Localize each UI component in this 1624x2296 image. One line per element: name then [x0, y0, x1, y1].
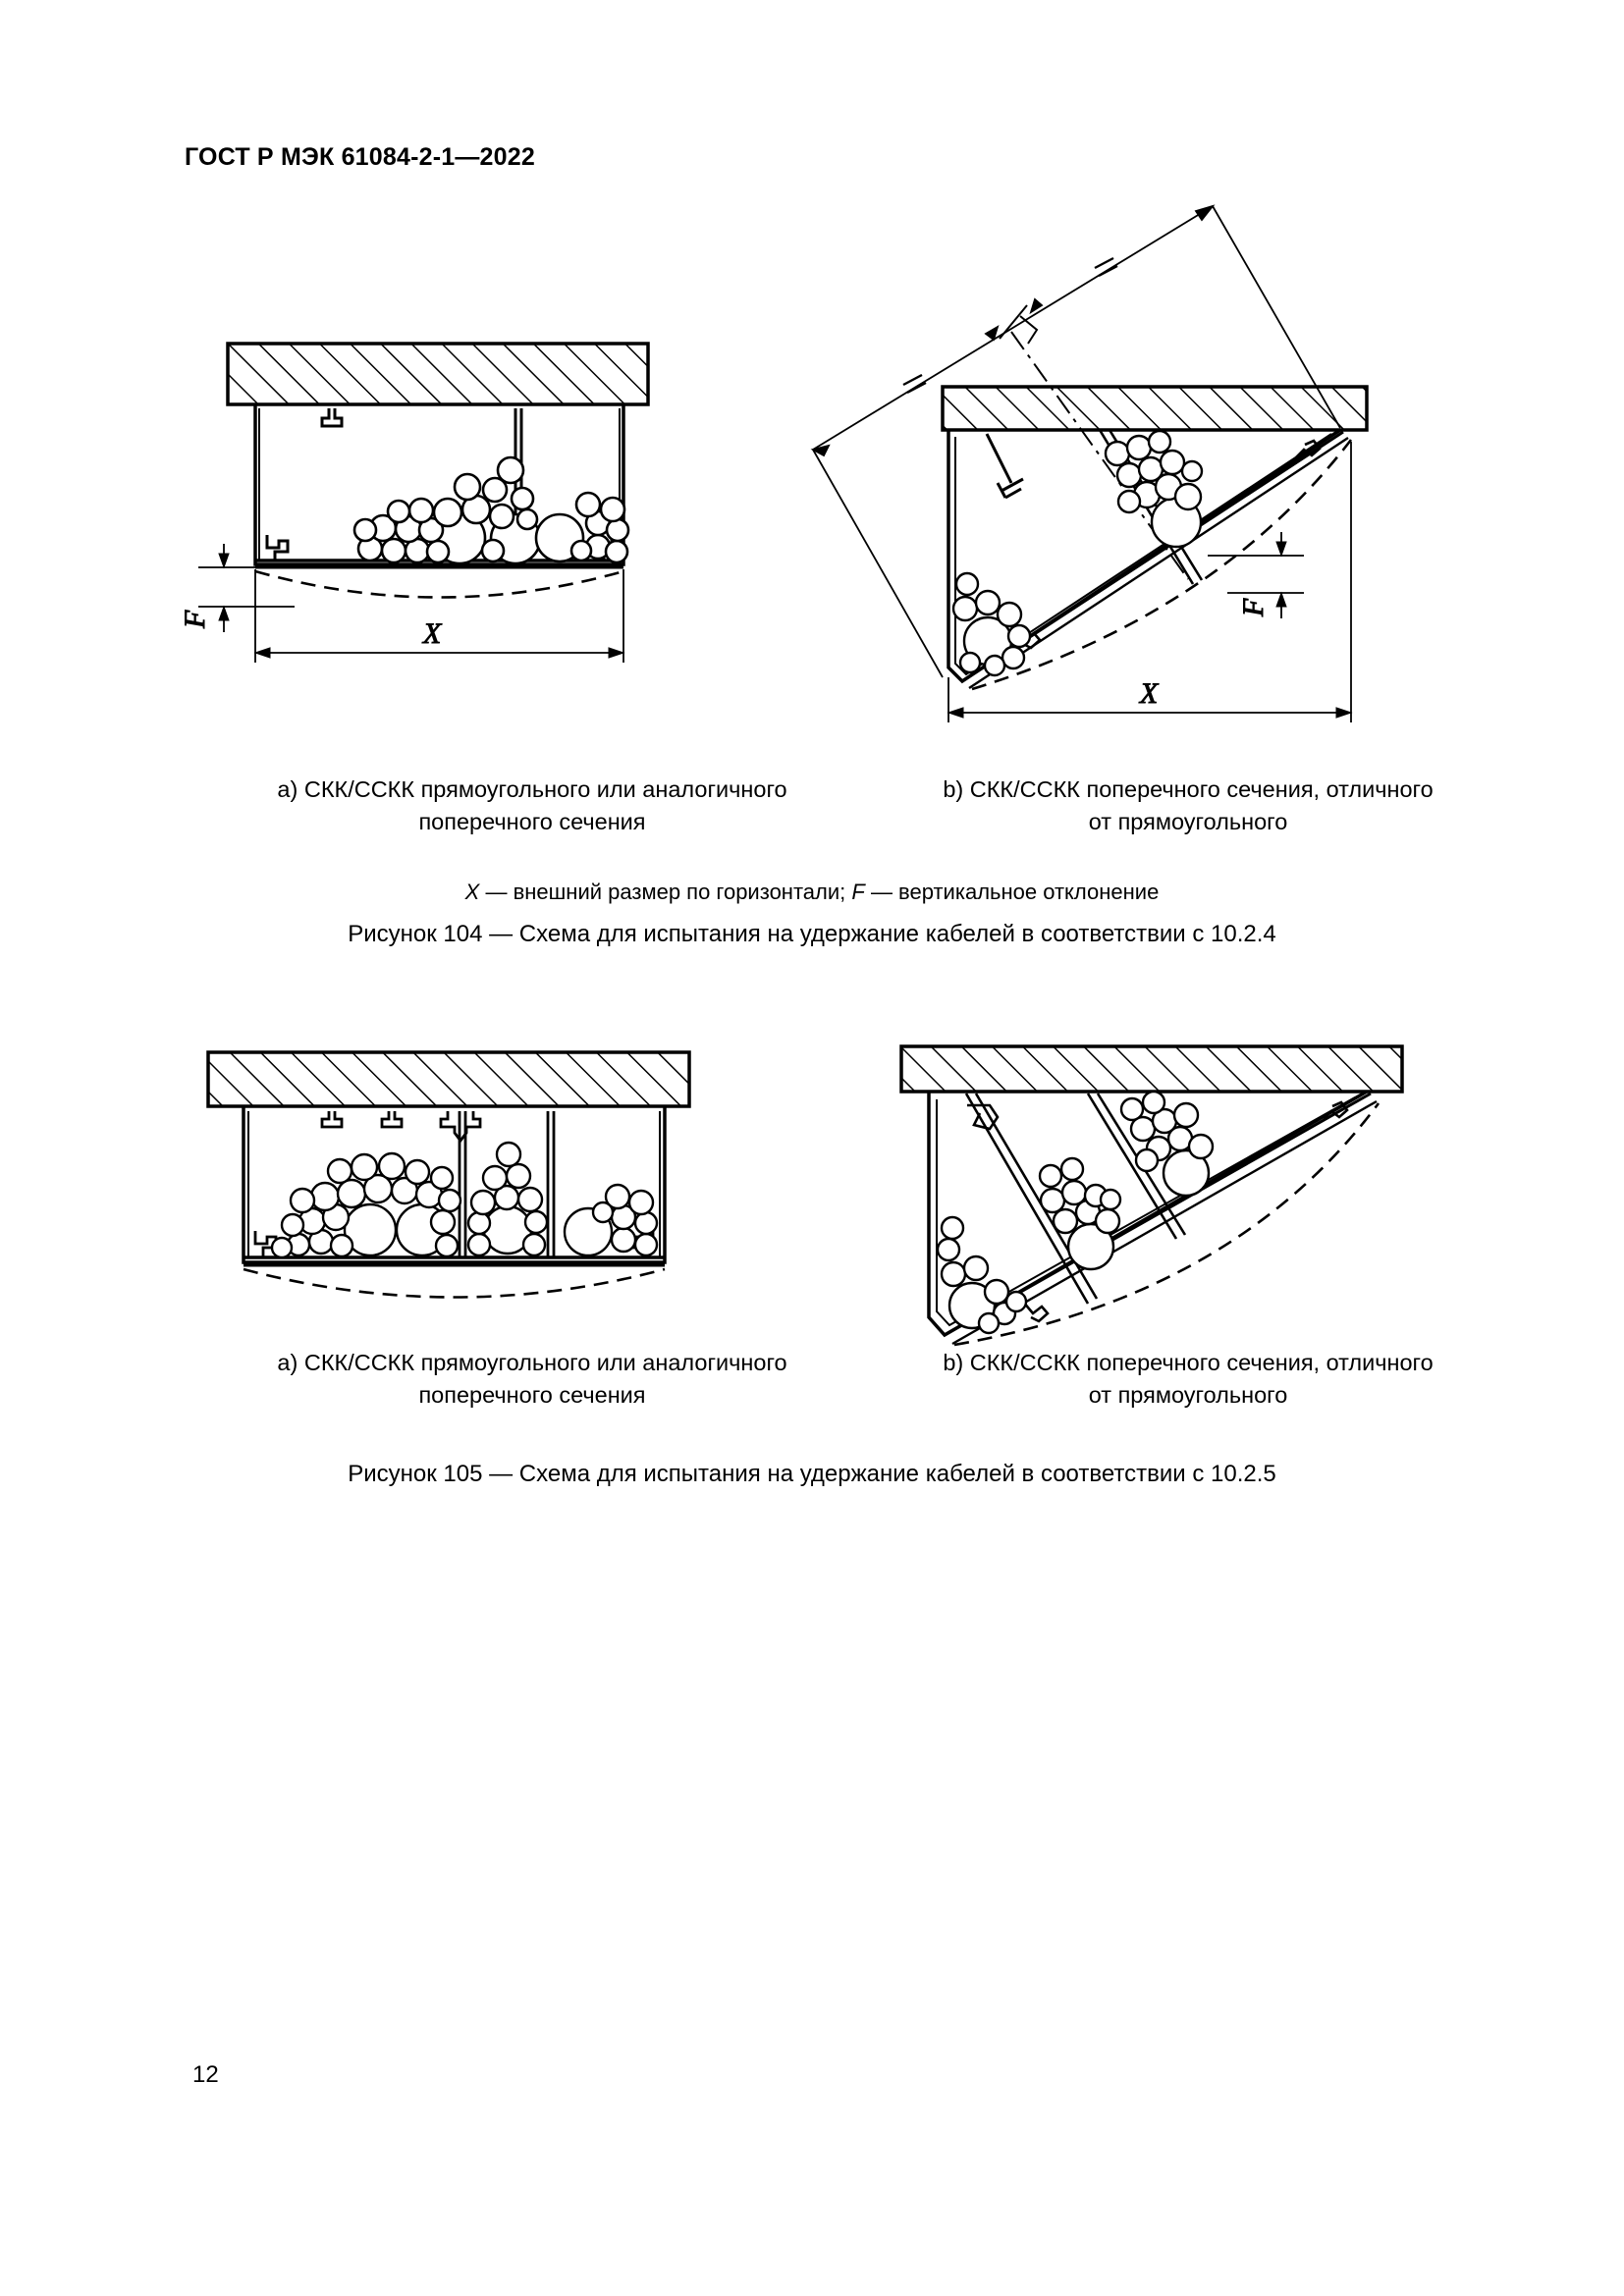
top-clip-icon-2 [380, 1111, 404, 1129]
legend-f-text: — вертикальное отклонение [864, 880, 1160, 904]
caption-104a-text2: поперечного сечения [418, 809, 646, 834]
angled-dimension-line [810, 204, 1341, 678]
caption-105a: a) СКК/ССКК прямоугольного или аналогичн… [228, 1347, 837, 1412]
diagram-104b: F X [810, 204, 1369, 722]
top-right-latch-icon [1295, 439, 1322, 458]
caption-105b: b) СКК/ССКК поперечного сечения, отлично… [884, 1347, 1492, 1412]
cable-bundle-1 [936, 1215, 1028, 1335]
dimension-x-label: X [422, 617, 443, 650]
dimension-x: X [947, 442, 1353, 722]
bottom-left-latch-icon [253, 1231, 278, 1257]
diagram-104a: F X [179, 342, 650, 663]
caption-104b: b) СКК/ССКК поперечного сечения, отлично… [884, 774, 1492, 838]
ceiling-slab [226, 342, 650, 406]
caption-104b-text1: СКК/ССКК поперечного сечения, отличного [969, 776, 1434, 802]
equal-mark-right [1094, 256, 1118, 278]
figure-104-legend: X — внешний размер по горизонтали; F — в… [0, 880, 1624, 905]
figure-105: a) СКК/ССКК прямоугольного или аналогичн… [0, 1031, 1624, 1492]
top-right-latch-icon [1323, 1100, 1349, 1120]
cable-bundle-lower [951, 571, 1032, 677]
figure-104-title: Рисунок 104 — Схема для испытания на уде… [348, 921, 1276, 947]
sag-curve [971, 439, 1353, 691]
legend-x-symbol: X [464, 880, 480, 904]
cable-bundle-upper [1104, 429, 1204, 549]
caption-104a-line1: a) [277, 776, 298, 802]
dimension-x-label: X [1139, 677, 1160, 710]
ceiling-slab [206, 1050, 691, 1108]
caption-105a-text2: поперечного сечения [418, 1382, 646, 1408]
caption-105a-text1: СКК/ССКК прямоугольного или аналогичного [303, 1350, 787, 1375]
page-number: 12 [192, 2061, 219, 2088]
equal-mark-left [902, 373, 927, 395]
right-angle-symbol [1019, 315, 1039, 345]
caption-104a: a) СКК/ССКК прямоугольного или аналогичн… [228, 774, 837, 838]
cable-bundle-3 [1119, 1090, 1215, 1198]
dimension-f-label: F [179, 610, 211, 629]
ceiling-slab [941, 385, 1369, 432]
cable-bundle-3 [563, 1183, 659, 1257]
dimension-f-label: F [1237, 598, 1270, 617]
top-clip-icon-3 [439, 1111, 482, 1144]
top-clip-icon [985, 433, 1024, 500]
diagram-105b [899, 1044, 1404, 1347]
document-header: ГОСТ Р МЭК 61084-2-1—2022 [185, 143, 535, 171]
caption-105b-marker: b) [943, 1350, 964, 1375]
figure-104: F X [0, 167, 1624, 962]
compartment-divider-2 [546, 1111, 556, 1257]
cable-bundle-2 [1038, 1156, 1122, 1271]
sag-curve [243, 1267, 666, 1299]
caption-104a-text1: СКК/ССКК прямоугольного или аналогичного [303, 776, 787, 802]
dimension-x: X [253, 569, 625, 663]
top-clip-icon-1 [320, 1111, 344, 1129]
sag-curve [953, 1102, 1380, 1347]
bottom-left-latch-icon [265, 535, 290, 561]
bottom-left-latch-icon [1022, 1301, 1050, 1323]
divider-clip-icon [967, 1103, 1000, 1131]
dimension-f: F [179, 544, 295, 632]
caption-105a-marker: a) [277, 1350, 298, 1375]
caption-104b-line1: b) [943, 776, 964, 802]
ceiling-slab [899, 1044, 1404, 1094]
figure-105-title: Рисунок 105 — Схема для испытания на уде… [348, 1461, 1276, 1487]
legend-x-text: — внешний размер по горизонтали; [479, 880, 852, 904]
caption-105b-text1: СКК/ССКК поперечного сечения, отличного [969, 1350, 1434, 1375]
diagram-105a [206, 1050, 691, 1299]
cable-bundle-left [352, 455, 542, 565]
cable-bundle-right [534, 491, 630, 564]
caption-105b-text2: от прямоугольного [1088, 1382, 1288, 1408]
cable-bundle-2 [466, 1141, 549, 1257]
legend-f-symbol: F [851, 880, 865, 904]
caption-104b-text2: от прямоугольного [1088, 809, 1288, 834]
cable-bundle-1 [270, 1151, 462, 1259]
top-clip-icon [320, 408, 344, 428]
trunking-body [242, 1106, 667, 1267]
sag-curve [254, 569, 624, 599]
dimension-f: F [1208, 532, 1304, 618]
